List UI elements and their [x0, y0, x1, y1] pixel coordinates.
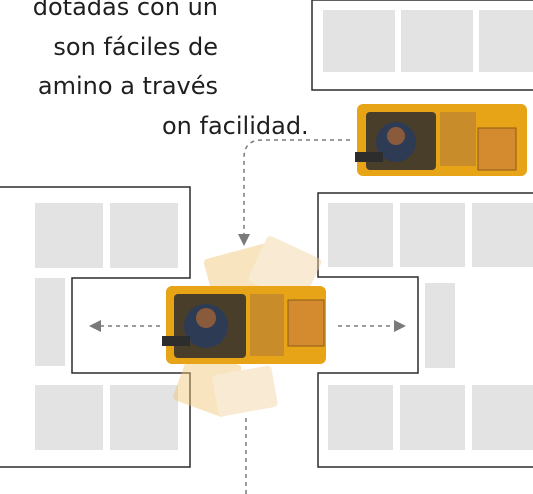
caption-line-2: son fáciles de	[53, 33, 218, 61]
path-arrows	[89, 139, 406, 494]
rack-top-right	[311, 0, 533, 91]
rack-left	[0, 186, 191, 468]
forklift-icon	[355, 104, 527, 176]
caption-line-1: dotadas con un	[32, 0, 218, 21]
caption-line-3: amino a través	[37, 72, 218, 100]
path-from-top-right	[238, 139, 350, 246]
caption-line-4: on facilidad.	[162, 112, 309, 140]
rack-right	[317, 192, 533, 468]
forklift-center-icon	[162, 286, 326, 364]
